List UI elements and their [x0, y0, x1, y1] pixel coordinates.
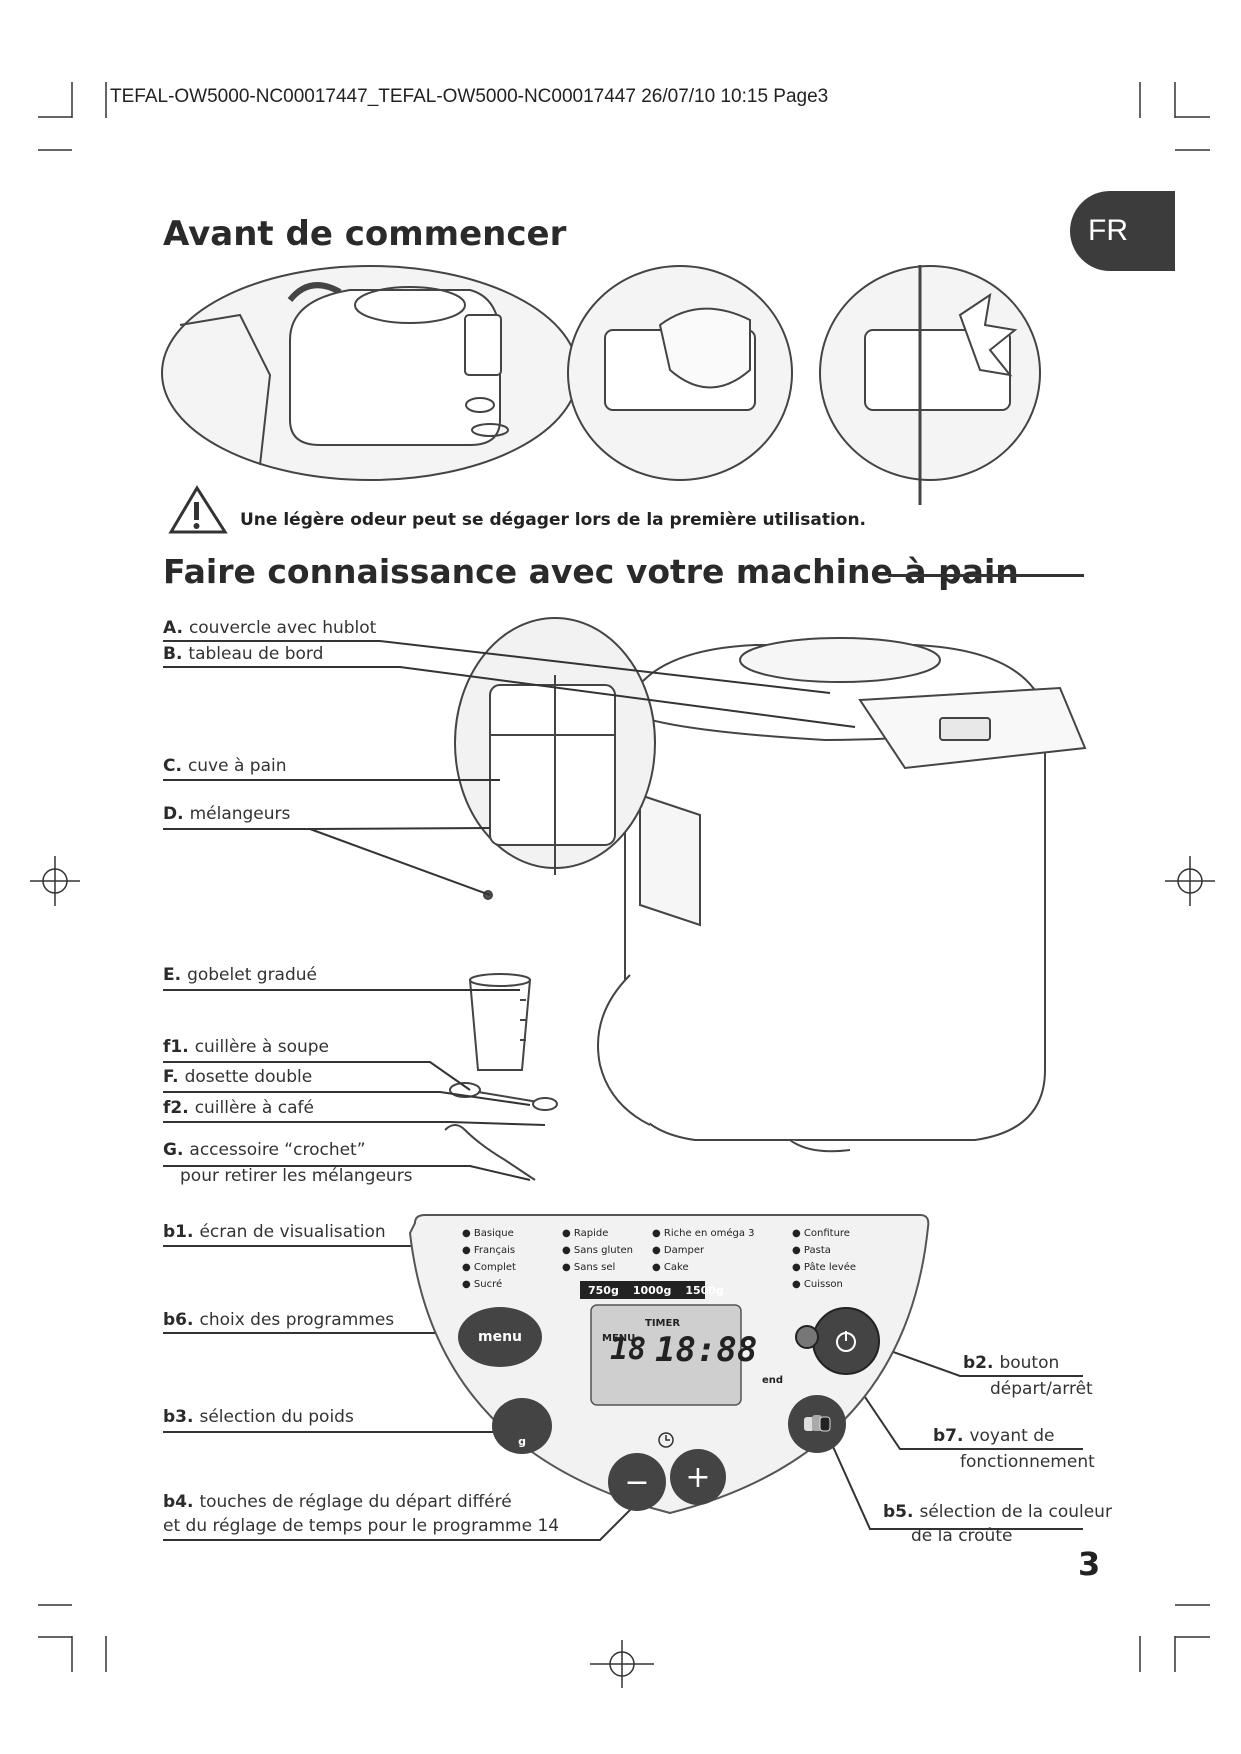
display-menu-label: MENU [602, 1333, 636, 1344]
label-b5-line2: de la croûte [911, 1526, 1013, 1546]
bread-machine-illustration [454, 617, 1087, 1153]
program-list-col4: ● Confiture ● Pasta ● Pâte levée ● Cuiss… [792, 1225, 856, 1293]
label-B: B.tableau de bord [163, 644, 324, 664]
label-f1: f1.cuillère à soupe [163, 1037, 330, 1057]
minus-button[interactable]: − [608, 1453, 666, 1511]
program-item: ● Complet [462, 1262, 516, 1273]
warning-icon [168, 485, 228, 534]
label-b5: b5.sélection de la couleur [883, 1502, 1112, 1522]
warning-text: Une légère odeur peut se dégager lors de… [240, 510, 867, 530]
program-item: ● Sans gluten [562, 1245, 633, 1256]
section-title-get-to-know: Faire connaissance avec votre machine à … [163, 552, 1019, 591]
label-b7-line2: fonctionnement [960, 1452, 1095, 1472]
label-b4-line2: et du réglage de temps pour le programme… [163, 1516, 560, 1536]
weight-labels: 750g 1000g 1500g [588, 1284, 724, 1297]
label-G: G.accessoire “crochet” [163, 1140, 366, 1160]
start-stop-button[interactable] [812, 1307, 880, 1375]
label-b2: b2.bouton [963, 1353, 1060, 1373]
label-A: A.couvercle avec hublot [163, 618, 377, 638]
program-item: ● Riche en oméga 3 [652, 1228, 755, 1239]
power-icon [836, 1331, 856, 1352]
section-title-before-start: Avant de commencer [163, 214, 567, 254]
label-E: E.gobelet gradué [163, 965, 317, 985]
label-b2-line2: départ/arrêt [990, 1379, 1093, 1399]
program-item: ● Pasta [792, 1245, 831, 1256]
display-program-digits: 18 [610, 1332, 647, 1367]
display-timer-label: TIMER [645, 1318, 681, 1329]
accessories-illustration [444, 973, 558, 1181]
label-G-line2: pour retirer les mélangeurs [180, 1166, 413, 1186]
program-item: ● Cuisson [792, 1279, 843, 1290]
program-list-col3: ● Riche en oméga 3 ● Damper ● Cake [652, 1225, 755, 1276]
crust-color-button[interactable] [788, 1395, 846, 1453]
program-item: ● Pâte levée [792, 1262, 857, 1273]
program-item: ● Rapide [562, 1228, 609, 1239]
label-b7: b7.voyant de [933, 1426, 1055, 1446]
print-header: TEFAL-OW5000-NC00017447_TEFAL-OW5000-NC0… [110, 86, 829, 107]
language-tab: FR [1070, 191, 1175, 271]
label-D: D.mélangeurs [163, 804, 291, 824]
unboxing-illustrations [161, 265, 1041, 505]
label-b1: b1.écran de visualisation [163, 1222, 386, 1242]
label-b4: b4.touches de réglage du départ différé [163, 1492, 512, 1512]
program-item: ● Sans sel [562, 1262, 616, 1273]
clock-icon [658, 1432, 674, 1448]
menu-button[interactable]: menu [458, 1307, 542, 1367]
page-number: 3 [1078, 1545, 1101, 1583]
program-item: ● Cake [652, 1262, 689, 1273]
label-F: F.dosette double [163, 1067, 313, 1087]
label-b6: b6.choix des programmes [163, 1310, 395, 1330]
label-f2: f2.cuillère à café [163, 1098, 314, 1118]
program-item: ● Français [462, 1245, 516, 1256]
label-C: C.cuve à pain [163, 756, 287, 776]
section-rule [888, 574, 1084, 577]
program-list-col1: ● Basique ● Français ● Complet ● Sucré [462, 1225, 516, 1293]
plus-button[interactable]: + [670, 1449, 726, 1505]
program-list-col2: ● Rapide ● Sans gluten ● Sans sel [562, 1225, 633, 1276]
display-end-label: end [762, 1375, 784, 1386]
program-item: ● Basique [462, 1228, 514, 1239]
program-item: ● Damper [652, 1245, 705, 1256]
status-light [795, 1325, 819, 1349]
weight-button[interactable]: g [492, 1398, 552, 1454]
bread-icon [804, 1415, 831, 1432]
display-timer-digits: 18:88 [655, 1330, 758, 1370]
program-item: ● Confiture [792, 1228, 850, 1239]
label-b3: b3.sélection du poids [163, 1407, 354, 1427]
program-item: ● Sucré [462, 1279, 503, 1290]
